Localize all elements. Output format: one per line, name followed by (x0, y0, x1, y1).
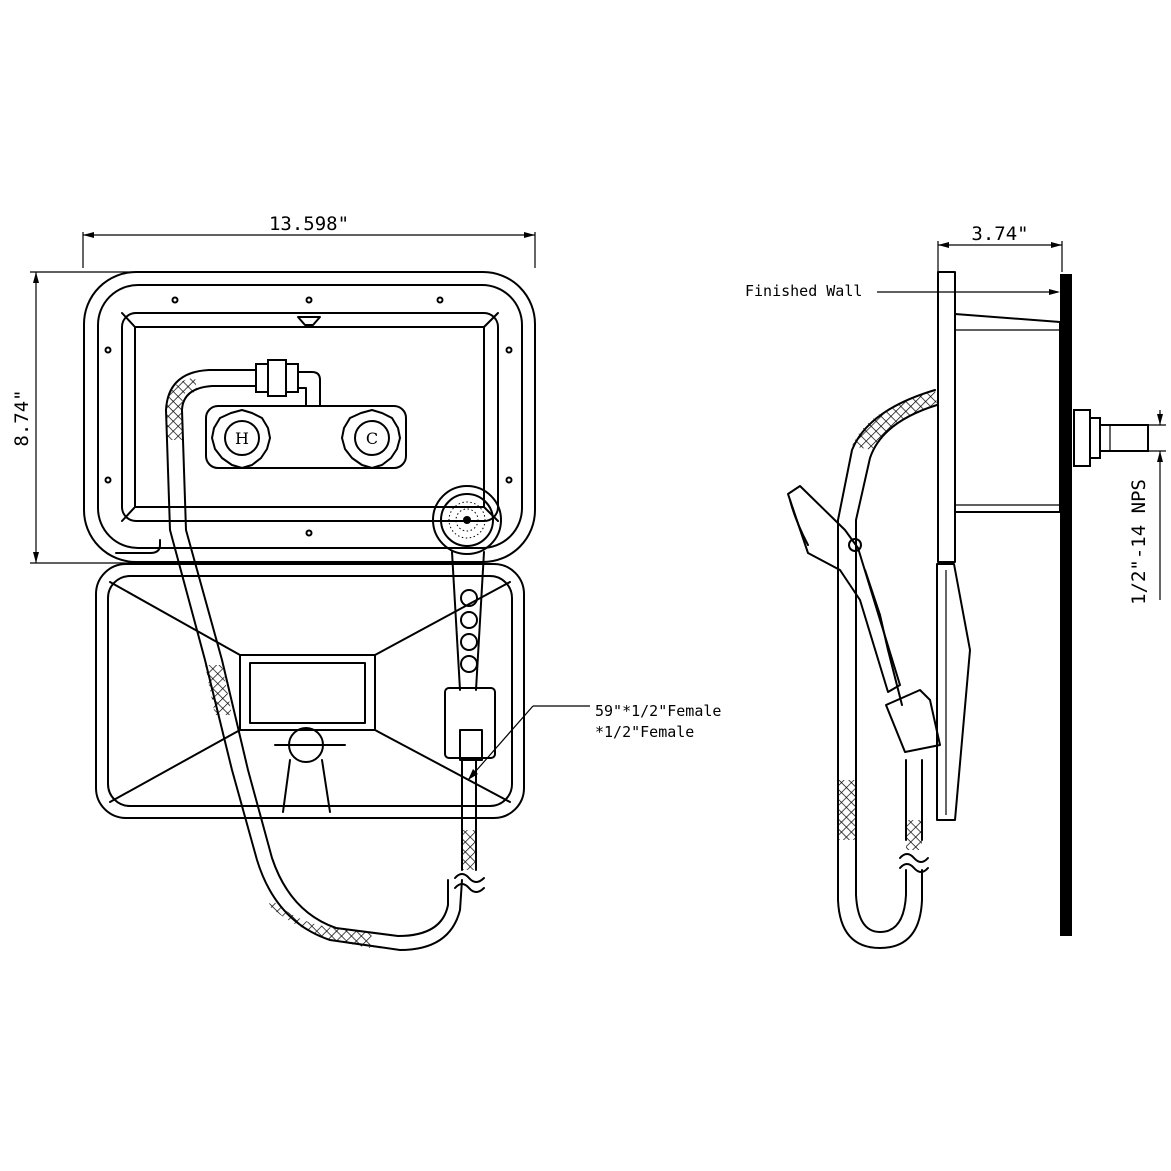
height-dimension: 8.74" (11, 271, 150, 564)
hand-shower-front (432, 485, 502, 893)
thread-dimension: 1/2"-14 NPS (1128, 410, 1166, 605)
door-panel (95, 563, 525, 819)
depth-dimension: 3.74" (937, 223, 1063, 272)
thread-dimension-label: 1/2"-14 NPS (1128, 479, 1150, 605)
cold-knob: C (341, 409, 401, 469)
hot-knob-label: H (235, 429, 249, 448)
shower-hose (165, 377, 463, 951)
shower-hose-side (837, 389, 938, 949)
recess-opening (121, 312, 499, 522)
depth-dimension-label: 3.74" (971, 223, 1028, 245)
latch-tab (297, 316, 321, 326)
outer-frame (83, 271, 536, 563)
box-side-profile (937, 271, 1061, 563)
door-side-profile (936, 563, 971, 821)
front-view: 13.598" 8.74" (11, 213, 721, 951)
finished-wall-label: Finished Wall (745, 282, 862, 300)
recess-back (134, 326, 485, 508)
threaded-fitting (1073, 409, 1149, 467)
faucet-body (205, 405, 407, 469)
finished-wall (1060, 274, 1072, 936)
hose-hook (115, 539, 161, 554)
hose-note-line2: *1/2"Female (595, 723, 694, 741)
frame-inner-edge (97, 284, 523, 549)
hose-note-line1: 59"*1/2"Female (595, 702, 721, 720)
width-dimension: 13.598" (82, 213, 536, 268)
cold-knob-label: C (366, 429, 378, 448)
screw-holes (104, 296, 513, 537)
hand-shower-side (787, 485, 941, 753)
width-dimension-label: 13.598" (269, 213, 349, 235)
hot-knob: H (211, 409, 271, 469)
side-view: 3.74" Finished Wall (745, 223, 1166, 949)
height-dimension-label: 8.74" (11, 389, 33, 446)
hose-note-leader (467, 705, 590, 781)
supply-pipe (165, 359, 321, 411)
